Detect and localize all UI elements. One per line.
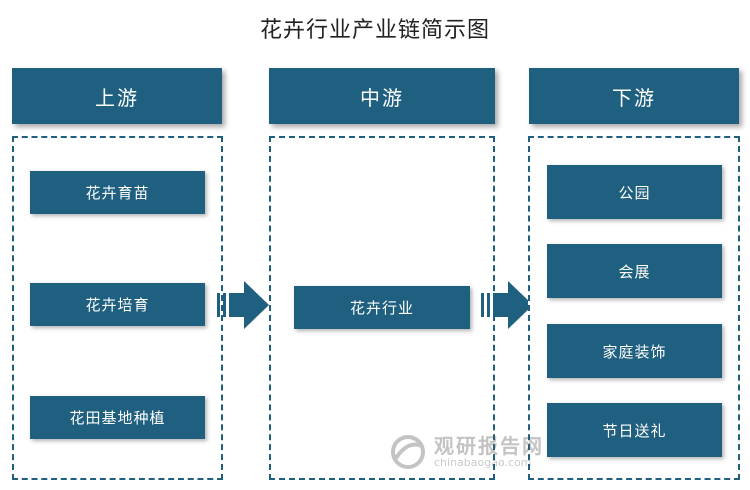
arrow-right-icon xyxy=(481,281,533,329)
downstream-item-park: 公园 xyxy=(547,165,722,219)
downstream-item-holiday-gift: 节日送礼 xyxy=(547,403,722,457)
downstream-item-home-decoration: 家庭装饰 xyxy=(547,324,722,378)
diagram-title: 花卉行业产业链简示图 xyxy=(259,18,490,43)
upstream-header: 上游 xyxy=(12,68,222,124)
upstream-item-seedling: 花卉育苗 xyxy=(30,171,205,214)
upstream-item-field-planting: 花田基地种植 xyxy=(30,396,205,439)
arrow-right-icon xyxy=(217,281,269,329)
midstream-header: 中游 xyxy=(269,68,495,124)
watermark: 观研报告网 chinabaogao.com xyxy=(388,430,558,480)
downstream-item-exhibition: 会展 xyxy=(547,244,722,298)
watermark-en: chinabaogao.com xyxy=(434,456,532,469)
midstream-item-flower-industry: 花卉行业 xyxy=(294,286,470,329)
watermark-cn: 观研报告网 xyxy=(434,434,544,458)
logo-icon xyxy=(391,435,425,469)
upstream-item-cultivation: 花卉培育 xyxy=(30,283,205,326)
downstream-header: 下游 xyxy=(529,68,739,124)
